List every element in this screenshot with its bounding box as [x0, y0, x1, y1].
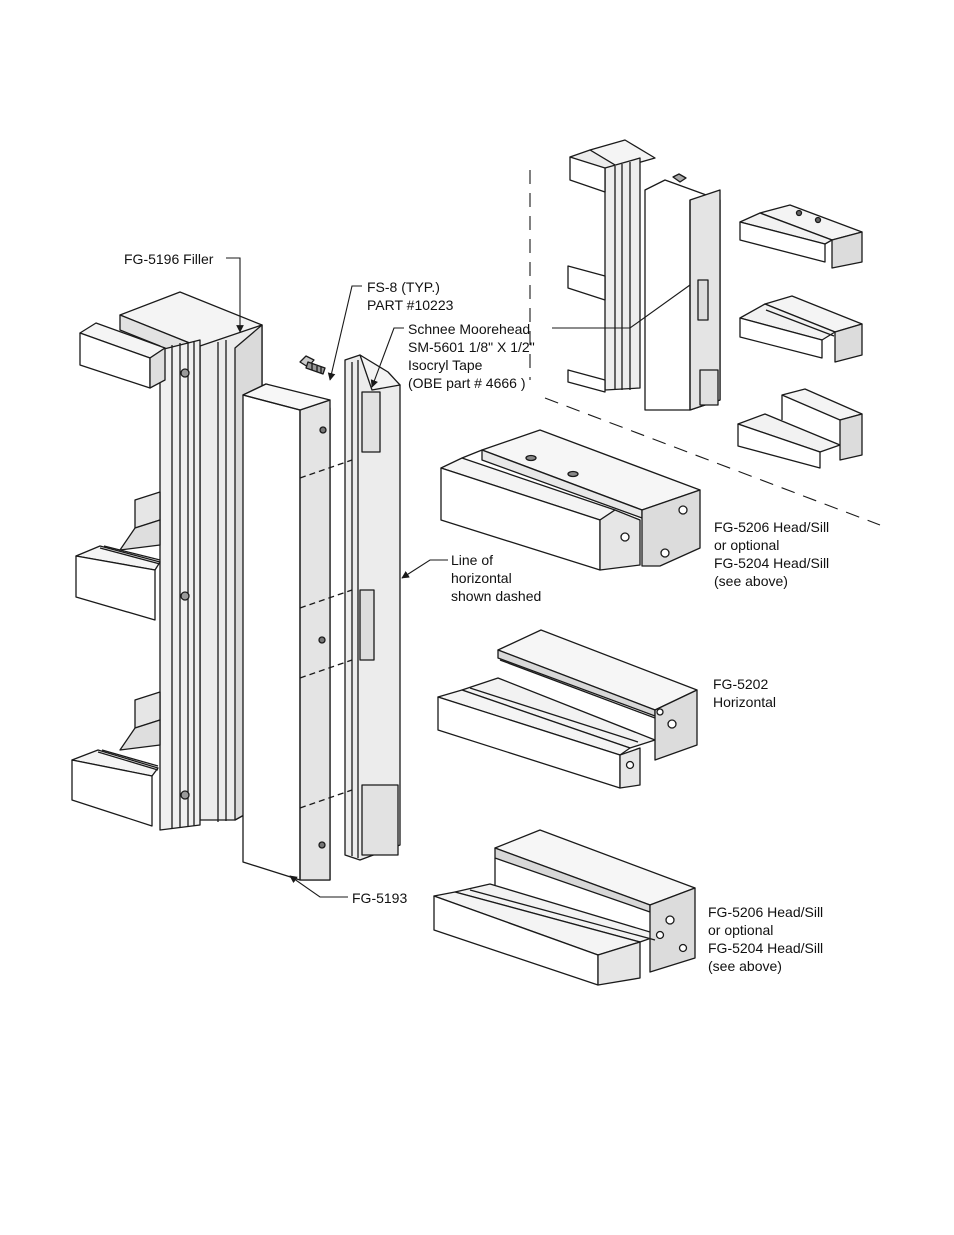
- left-mullion-assembly: [72, 292, 262, 830]
- fg-5193-mullion: [243, 355, 400, 880]
- small-assembly-view: [568, 140, 720, 410]
- small-profile-head-sill-alt: [738, 389, 862, 468]
- label-fs-8-fastener: FS-8 (TYP.) PART #10223: [367, 278, 453, 314]
- label-isocryl-tape: Schnee Moorehead SM-5601 1/8" X 1/2" Iso…: [408, 320, 535, 392]
- label-fg-5202-horizontal: FG-5202 Horizontal: [713, 675, 776, 711]
- small-profile-head-sill: [740, 205, 862, 268]
- small-profile-horizontal: [740, 296, 862, 362]
- label-fg-5206-head-sill-top: FG-5206 Head/Sill or optional FG-5204 He…: [714, 518, 829, 590]
- label-line-of-horizontal: Line of horizontal shown dashed: [451, 551, 541, 605]
- label-fg-5196-filler: FG-5196 Filler: [124, 250, 213, 268]
- fg-5206-head-sill-top: [441, 430, 700, 570]
- fg-5202-horizontal: [438, 630, 697, 788]
- fg-5206-head-sill-bottom: [434, 830, 695, 985]
- label-fg-5193: FG-5193: [352, 889, 407, 907]
- label-fg-5206-head-sill-bottom: FG-5206 Head/Sill or optional FG-5204 He…: [708, 903, 823, 975]
